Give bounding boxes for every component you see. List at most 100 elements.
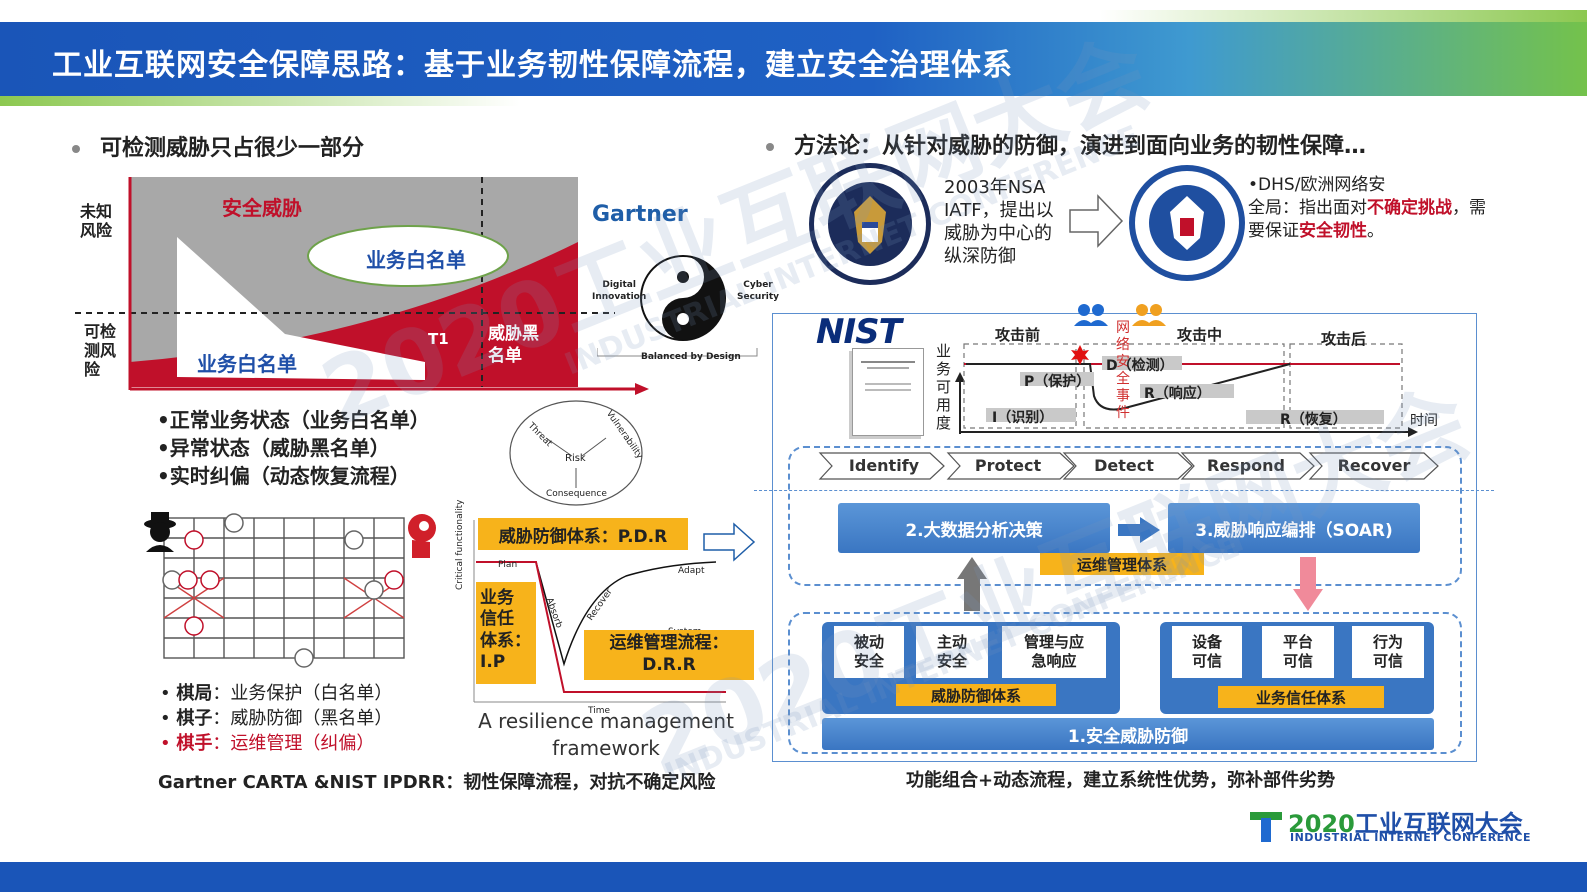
whitelist-ellipse	[307, 225, 509, 287]
time-axis-label: 时间	[1410, 413, 1438, 429]
chevron-respond: Respond	[1207, 455, 1285, 475]
platform-trust-cell: 平台 可信	[1262, 626, 1334, 678]
soar-box: 3.威胁响应编排（SOAR)	[1168, 503, 1420, 553]
digital-innovation-label: Digital Innovation	[592, 280, 647, 302]
emergency-response-cell: 管理与应 急响应	[1002, 626, 1106, 678]
left-heading-text: 可检测威胁只占很少一部分	[100, 136, 365, 161]
threat-defense-label: 威胁防御体系	[896, 684, 1056, 706]
page-title: 工业互联网安全保障思路：基于业务韧性保障流程，建立安全治理体系	[52, 48, 1013, 83]
chevron-recover: Recover	[1337, 455, 1411, 475]
x-axis-arrow	[635, 383, 649, 395]
resilience-curve	[473, 520, 756, 703]
bottom-bar	[0, 862, 1587, 892]
chess-list: • 棋局：业务保护（白名单） • 棋子：威胁防御（黑名单） • 棋手：运维管理（…	[160, 681, 392, 756]
attacker-icon	[1074, 304, 1108, 326]
title-bar: 工业互联网安全保障思路：基于业务韧性保障流程，建立安全治理体系	[0, 10, 1587, 96]
right-footer: 功能组合+动态流程，建立系统性优势，弥补部件劣势	[906, 770, 1336, 791]
burst-icon	[1071, 345, 1089, 365]
consequence-text: Consequence	[546, 489, 607, 499]
whitelist-top-label: 业务白名单	[366, 248, 466, 272]
right-heading: 方法论：从针对威胁的防御，演进到面向业务的韧性保障…	[766, 128, 1366, 160]
chevron-protect: Protect	[974, 455, 1042, 475]
chess-item: • 棋子：威胁防御（黑名单）	[160, 708, 393, 729]
step-identify: I（识别）	[992, 410, 1054, 426]
phase-during: 攻击中	[1177, 326, 1223, 344]
step-protect: P（保护）	[1024, 374, 1091, 390]
conference-logo-en: INDUSTRIAL INTERNET CONFERENCE	[1290, 831, 1531, 844]
pdr-box: 威胁防御体系：P.D.R	[478, 518, 688, 550]
chess-desc: ：业务保护（白名单）	[212, 683, 393, 704]
dhs-seal	[1129, 165, 1245, 281]
chess-item: • 棋手：运维管理（纠偏）	[160, 733, 375, 754]
conference-logo-icon	[1250, 812, 1282, 842]
left-heading: 可检测威胁只占很少一部分	[72, 130, 364, 162]
risk-text: Risk	[565, 453, 586, 464]
player-icon	[408, 514, 436, 558]
hacker-icon	[144, 512, 176, 552]
chess-label: 棋局	[176, 683, 213, 704]
logo-name: 工业互联网大会	[1354, 810, 1523, 838]
arrow-right-icon	[1069, 194, 1124, 248]
left-footer: Gartner CARTA &NIST IPDRR：韧性保障流程，对抗不确定风险	[158, 772, 716, 793]
system-curve	[476, 561, 717, 667]
framework-caption: A resilience management framework	[478, 709, 734, 760]
active-security-cell: 主动 安全	[916, 626, 988, 678]
yin-yang-diagram	[597, 255, 758, 357]
bigdata-box: 2.大数据分析决策	[838, 503, 1110, 553]
chess-desc: ：运维管理（纠偏）	[212, 733, 375, 754]
dhs-text-part: ，需 要保证	[1248, 198, 1486, 241]
device-trust-cell: 设备 可信	[1172, 626, 1242, 678]
plan-label: Plan	[498, 560, 518, 570]
right-heading-text: 方法论：从针对威胁的防御，演进到面向业务的韧性保障…	[794, 134, 1367, 159]
threat-label: 安全威胁	[222, 196, 302, 220]
state-list: •正常业务状态（业务白名单） •异常状态（威胁黑名单） •实时纠偏（动态恢复流程…	[157, 406, 430, 490]
risk-circle	[509, 400, 643, 506]
detectable-risk-label: 可检 测风 险	[84, 322, 117, 380]
chess-board	[144, 512, 436, 668]
security-event-label: 网 络 安 全 事 件	[1116, 320, 1130, 421]
state-item: •异常状态（威胁黑名单）	[157, 436, 390, 460]
passive-security-cell: 被动 安全	[834, 626, 904, 678]
security-defense-base: 1.安全威胁防御	[822, 718, 1434, 750]
phase-before: 攻击前	[995, 326, 1041, 344]
step-detect: D（检测）	[1106, 358, 1174, 374]
arrow-right-icon	[1118, 517, 1160, 543]
ipdrr-chevrons	[818, 452, 1439, 480]
nsa-seal	[809, 163, 931, 285]
chess-grid-lines	[163, 517, 405, 659]
dhs-highlight: 不确定挑战	[1367, 198, 1452, 218]
gartner-logo: Gartner	[592, 202, 688, 227]
bullet-dot	[766, 143, 774, 151]
availability-label: 业 务 可 用 度	[936, 342, 952, 432]
logo-year: 2020	[1288, 810, 1355, 838]
unknown-risk-label: 未知 风险	[80, 202, 113, 241]
chess-label: 棋子	[176, 708, 213, 729]
state-item: •正常业务状态（业务白名单）	[157, 408, 430, 432]
time-label: Time	[588, 706, 611, 716]
behavior-trust-cell: 行为 可信	[1352, 626, 1424, 678]
dhs-highlight: 安全韧性	[1299, 221, 1367, 241]
conference-logo-text: 2020工业互联网大会	[1288, 804, 1523, 839]
arrow-down-icon	[1293, 557, 1323, 611]
t1-label: T1	[428, 330, 449, 348]
whitelist-shape	[177, 237, 425, 380]
ip-box: 业务 信任 体系： I.P	[476, 582, 536, 684]
cyber-security-label: Cyber Security	[737, 280, 780, 302]
dhs-text-part: 。	[1367, 221, 1384, 241]
adapt-label: Adapt	[678, 566, 705, 576]
blacklist-label: 威胁黑 名单	[488, 324, 539, 367]
critical-label: Critical functionality	[455, 499, 465, 590]
risk-chart	[75, 177, 649, 395]
chevron-detect: Detect	[1094, 455, 1154, 475]
chess-item: • 棋局：业务保护（白名单）	[160, 683, 393, 704]
defense-dashed-frame	[788, 612, 1462, 754]
balanced-label: Balanced by Design	[641, 352, 741, 362]
ops-system-label: 运维管理体系	[1040, 553, 1204, 575]
title-accent	[1100, 10, 1587, 22]
whitelist-bottom-label: 业务白名单	[197, 352, 297, 376]
drr-box: 运维管理流程： D.R.R	[584, 630, 754, 680]
chess-desc: ：威胁防御（黑名单）	[212, 708, 393, 729]
defender-icon	[1132, 304, 1166, 326]
nist-document-icon	[852, 348, 924, 436]
step-recover: R（恢复）	[1280, 412, 1347, 428]
